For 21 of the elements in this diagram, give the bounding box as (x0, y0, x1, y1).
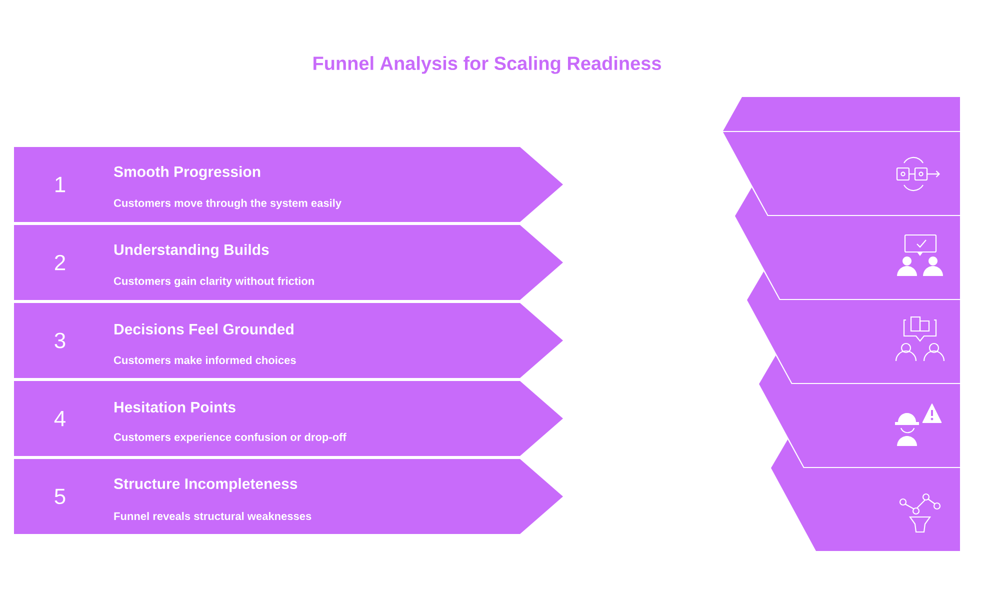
step-heading: Smooth Progression (114, 166, 260, 180)
step-description: Customers gain clarity without friction (114, 276, 314, 288)
step-heading: Understanding Builds (114, 244, 269, 258)
step-number: 1 (56, 176, 66, 192)
step-description: Customers move through the system easily (114, 198, 342, 210)
step-description: Customers experience confusion or drop-off (114, 432, 346, 444)
step-number: 3 (54, 332, 66, 348)
step-banner (14, 303, 563, 378)
step-number: 4 (54, 410, 66, 426)
step-banner (14, 147, 563, 222)
step-number: 2 (55, 254, 66, 270)
step-heading: Structure Incompleteness (114, 478, 298, 492)
step-banner (14, 225, 563, 300)
step-banner (14, 459, 563, 534)
step-description: Customers make informed choices (114, 356, 296, 364)
step-number: 5 (54, 488, 66, 504)
step-banner (14, 381, 563, 456)
step-heading: Hesitation Points (114, 402, 236, 412)
step-description: Funnel reveals structural weaknesses (114, 512, 312, 520)
step-heading: Decisions Feel Grounded (114, 324, 294, 334)
title: Funnel Analysis for Scaling Readiness (314, 56, 661, 74)
